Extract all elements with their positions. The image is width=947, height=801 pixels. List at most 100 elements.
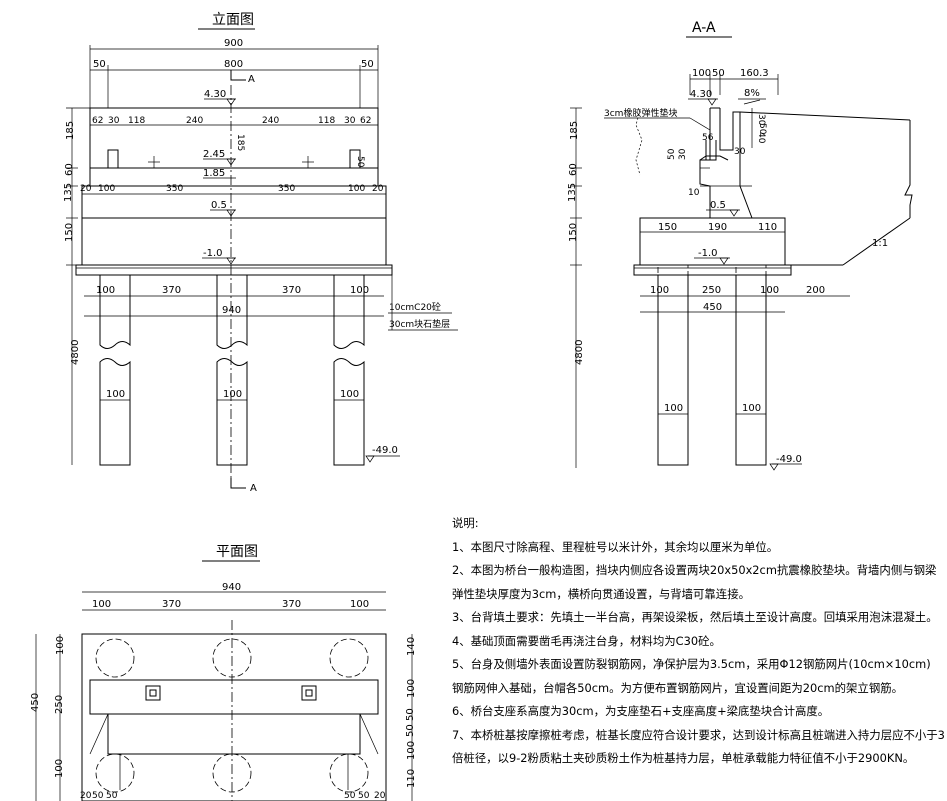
plan-rdim-100: 100: [406, 679, 417, 698]
plan-br-50a: 50: [344, 791, 356, 801]
sec-foot-100-right: 100: [760, 285, 779, 296]
section-mark-top: A: [248, 74, 255, 85]
plan-dim-940: 940: [222, 582, 241, 593]
note-line-9: 7、本桥桩基按摩擦桩考虑，桩基长度应符合设计要求，达到设计标高且桩端进入持力层应…: [452, 727, 944, 742]
elev-dim-62-right: 62: [360, 116, 371, 126]
elev-430: 4.30: [204, 89, 226, 100]
sec-rvdim-50: 50: [757, 123, 767, 135]
elev-pile-dia-1: 100: [106, 389, 125, 400]
sec-vdim-60: 60: [568, 163, 579, 176]
note-line-5: 4、基础顶面需要凿毛再浇注台身，材料均为C30砼。: [452, 633, 721, 648]
sec-pile-dia-1: 100: [664, 403, 683, 414]
elev-dim-118-right: 118: [318, 116, 335, 126]
plan-rdim-100b: 100: [406, 741, 417, 760]
sec-cap-150: 150: [658, 222, 677, 233]
elev-185: 1.85: [203, 168, 225, 179]
elev-pile-dia-2: 100: [223, 389, 242, 400]
sec-slope-ratio: 1:1: [872, 238, 888, 249]
note-line-10: 倍桩径，以9-2粉质粘土夹砂质粉土作为桩基持力层，单桩承载能力特征值不小于290…: [452, 751, 915, 765]
elev-245: 2.45: [203, 149, 225, 160]
notes-heading: 说明:: [452, 516, 479, 530]
elev-vdim-185: 185: [65, 121, 76, 140]
sec-elev-05: 0.5: [710, 200, 726, 211]
elev-dim-240-right: 240: [262, 116, 279, 126]
sec-dim-50: 50: [712, 68, 725, 79]
elev-foot-370-right: 370: [282, 285, 301, 296]
elev-dim-30-right: 30: [344, 116, 356, 126]
note-line-2: 2、本图为桥台一般构造图，挡块内侧应各设置两块20x50x2cm抗震橡胶垫块。背…: [452, 563, 937, 577]
elev-dim-50-v: 50: [355, 156, 365, 168]
section-mark-bottom: A: [250, 483, 257, 494]
elev-vdim-135: 135: [63, 183, 74, 202]
sec-dim-30: 30: [734, 147, 746, 157]
elev-dim-30-left: 30: [108, 116, 120, 126]
sec-pile-dia-2: 100: [742, 403, 761, 414]
plan-view: 平面图 940 100 370 370 100 100 250 100 450: [30, 544, 417, 801]
elev-cap-350-left: 350: [166, 184, 183, 194]
elev-m49: -49.0: [372, 445, 398, 456]
sec-slope: 8%: [744, 88, 760, 99]
plan-top-370-right: 370: [282, 599, 301, 610]
elev-dim-900: 900: [224, 38, 243, 49]
elevation-title: 立面图: [212, 12, 254, 28]
sec-rvdim-30: 30: [756, 114, 766, 126]
plan-ldim-450: 450: [30, 693, 41, 712]
elev-pile-dia-3: 100: [340, 389, 359, 400]
elev-cap-20-left: 20: [80, 184, 92, 194]
sec-elev-430: 4.30: [690, 89, 712, 100]
elev-cap-100-right: 100: [348, 184, 365, 194]
label-c20: 10cmC20砼: [389, 301, 441, 313]
sec-cap-110: 110: [758, 222, 777, 233]
sec-dim-50v: 50: [667, 148, 677, 160]
sec-vdim-135: 135: [567, 183, 578, 202]
note-line-7: 钢筋网伸入基础，台帽各50cm。为方便布置钢筋网片，宜设置间距为20cm的架立钢…: [452, 680, 903, 695]
elev-dim-50-right: 50: [361, 59, 374, 70]
plan-br-50b: 50: [358, 791, 370, 801]
elev-dim-118-left: 118: [128, 116, 145, 126]
elevation-view: 立面图 900 800 50 50 A 4.30 62 30 118: [63, 12, 458, 494]
elev-dim-240-left: 240: [186, 116, 203, 126]
elev-vdim-4800: 4800: [70, 340, 81, 365]
plan-bl-50a: 50: [92, 791, 104, 801]
sec-rvdim-40: 40: [756, 132, 766, 144]
plan-bl-50b: 50: [106, 791, 118, 801]
plan-rdim-50b: 50: [405, 724, 416, 737]
plan-ldim-100-bot: 100: [54, 759, 65, 778]
plan-br-20: 20: [374, 791, 386, 801]
sec-vdim-185: 185: [569, 121, 580, 140]
section-title: A-A: [692, 20, 716, 36]
elev-dim-62-left: 62: [92, 116, 103, 126]
note-line-6: 5、台身及侧墙外表面设置防裂钢筋网，净保护层为3.5cm，采用Φ12钢筋网片(1…: [452, 657, 931, 671]
elev-m10: -1.0: [203, 248, 223, 259]
elev-piles: 100 100 100: [99, 275, 365, 466]
sec-dim-30v: 30: [678, 148, 688, 160]
plan-rdim-110: 110: [406, 769, 417, 788]
plan-top-100-right: 100: [350, 599, 369, 610]
plan-top-100-left: 100: [92, 599, 111, 610]
elev-dim-50-left: 50: [93, 59, 106, 70]
elev-vdim-150: 150: [64, 223, 75, 242]
plan-ldim-250: 250: [54, 695, 65, 714]
sec-cap-190: 190: [708, 222, 727, 233]
sec-dim-56: 56: [702, 133, 714, 143]
note-line-1: 1、本图尺寸除高程、里程桩号以米计外，其余均以厘米为单位。: [452, 539, 779, 554]
notes-block: 说明: 1、本图尺寸除高程、里程桩号以米计外，其余均以厘米为单位。 2、本图为桥…: [452, 512, 944, 771]
sec-dim-10: 10: [688, 188, 700, 198]
elev-foot-100-right: 100: [350, 285, 369, 296]
sec-foot-250: 250: [702, 285, 721, 296]
sec-foot-100-left: 100: [650, 285, 669, 296]
plan-ldim-100-top: 100: [55, 636, 66, 655]
section-view: A-A 100 50 160.3 4.30 8% 3cm橡胶弹性垫块 56: [567, 20, 913, 471]
sec-elev-m10: -1.0: [698, 248, 718, 259]
plan-bl-20: 20: [80, 791, 92, 801]
sec-vdim-150: 150: [568, 223, 579, 242]
label-stone: 30cm块石垫层: [389, 318, 450, 330]
plan-top-370-left: 370: [162, 599, 181, 610]
plan-rdim-50a: 50: [405, 708, 416, 721]
elev-foot-100-left: 100: [96, 285, 115, 296]
note-line-3: 弹性垫块厚度为3cm，横桥向贯通设置，与背墙可靠连接。: [452, 586, 750, 601]
note-line-8: 6、桥台支座系高度为30cm，为支座垫石+支座高度+梁底垫块合计高度。: [452, 704, 830, 718]
sec-dim-160: 160.3: [740, 68, 769, 79]
elev-foot-370-left: 370: [162, 285, 181, 296]
